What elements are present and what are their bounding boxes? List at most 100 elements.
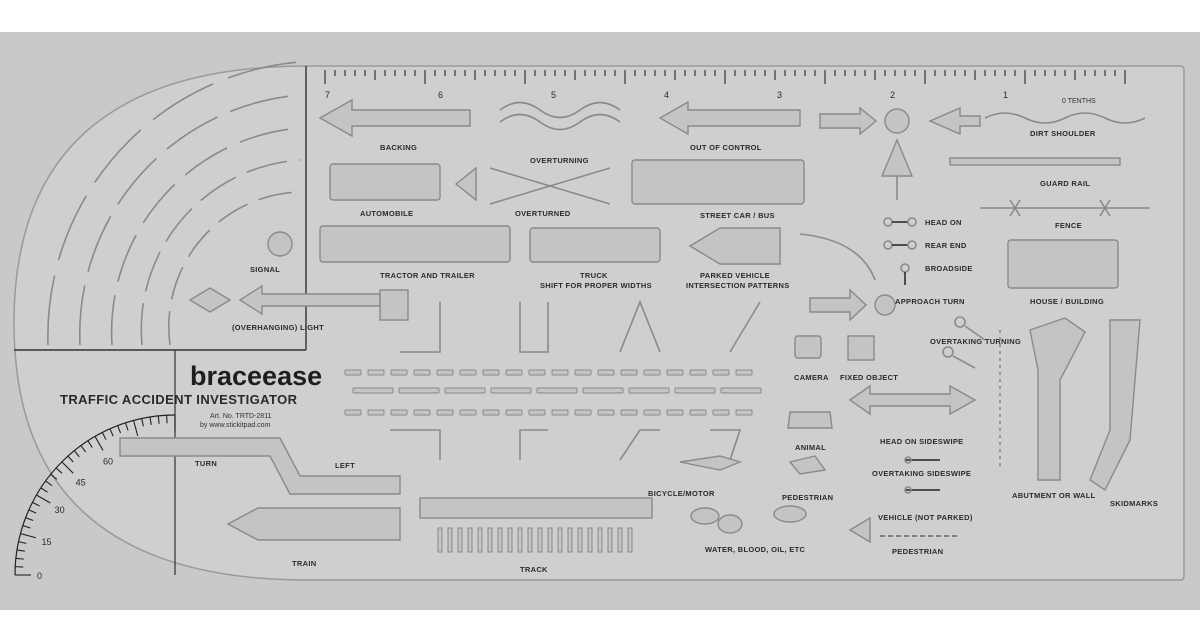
lane-mark xyxy=(413,369,431,376)
overtaking-turning-symbol xyxy=(942,316,986,369)
lane-mark xyxy=(505,409,523,416)
label-guard-rail: GUARD RAIL xyxy=(1040,179,1090,188)
ruler-number: 4 xyxy=(664,90,669,100)
lane-mark xyxy=(620,409,638,416)
ruler-number: 6 xyxy=(438,90,443,100)
protractor-tick xyxy=(15,557,24,560)
track-tie xyxy=(527,527,533,553)
ruler-unit-label: 0 TENTHS xyxy=(1062,98,1096,105)
protractor-tick xyxy=(36,494,51,504)
out-of-control-symbol xyxy=(658,100,801,136)
protractor-tick xyxy=(16,549,25,552)
skidmarks-cutout xyxy=(1089,319,1141,492)
track-tie xyxy=(487,527,493,553)
track-tie xyxy=(467,527,473,553)
protractor-tick xyxy=(133,420,139,437)
label-parked-vehicle: PARKED VEHICLE xyxy=(700,271,770,280)
lane-mark xyxy=(582,387,624,394)
lane-mark xyxy=(643,409,661,416)
lane-mark xyxy=(528,409,546,416)
lane-mark xyxy=(597,369,615,376)
lane-mark xyxy=(574,369,592,376)
label-animal: ANIMAL xyxy=(795,443,826,452)
label-truck: TRUCK xyxy=(580,271,608,280)
ruler-number: 2 xyxy=(890,90,895,100)
track-tie xyxy=(477,527,483,553)
fixed-object-cutout xyxy=(847,335,875,361)
lane-mark xyxy=(620,369,638,376)
signal-arrows-symbol xyxy=(819,106,981,200)
lane-mark xyxy=(344,369,362,376)
animal-cutout xyxy=(787,411,833,429)
collision-icons xyxy=(883,217,917,285)
lane-mark xyxy=(444,387,486,394)
label-overtaking-sideswipe: OVERTAKING SIDESWIPE xyxy=(872,469,971,478)
track-slot xyxy=(419,497,653,519)
track-tie xyxy=(507,527,513,553)
lane-mark xyxy=(459,369,477,376)
label-overtaking-turning: OVERTAKING TURNING xyxy=(930,337,1021,346)
track-tie xyxy=(547,527,553,553)
signal-cutout xyxy=(267,231,293,257)
label-overturned: OVERTURNED xyxy=(515,209,571,218)
label-left: LEFT xyxy=(335,461,355,470)
track-tie xyxy=(557,527,563,553)
protractor-tick xyxy=(22,525,31,529)
protractor-tick xyxy=(101,432,107,440)
lane-mark xyxy=(735,409,753,416)
radius-arcs xyxy=(47,61,301,346)
sideswipe-icons xyxy=(904,456,940,494)
track-tie xyxy=(457,527,463,553)
guard-rail-slot xyxy=(949,157,1121,166)
protractor-arc xyxy=(14,414,176,576)
label-head-on: HEAD ON xyxy=(925,218,962,227)
protractor-tick xyxy=(28,509,37,514)
lane-mark xyxy=(689,409,707,416)
protractor-tick xyxy=(117,425,122,434)
label-head-on-sideswipe: HEAD ON SIDESWIPE xyxy=(880,437,963,446)
lane-mark xyxy=(551,369,569,376)
lane-mark xyxy=(436,409,454,416)
lane-mark xyxy=(482,409,500,416)
lane-mark xyxy=(643,369,661,376)
lane-mark xyxy=(390,369,408,376)
protractor-tick xyxy=(50,473,58,480)
track-tie xyxy=(607,527,613,553)
water-blood-oil-symbol xyxy=(690,505,807,534)
label-dirt-shoulder: DIRT SHOULDER xyxy=(1030,129,1096,138)
label-overhanging-light: (OVERHANGING) LIGHT xyxy=(232,323,324,332)
website: by www.stickitpad.com xyxy=(200,422,271,429)
lane-mark xyxy=(413,409,431,416)
overturned-symbol xyxy=(454,166,611,205)
track-tie xyxy=(447,527,453,553)
protractor-tick xyxy=(141,418,144,427)
label-water-blood-oil: WATER, BLOOD, OIL, ETC xyxy=(705,545,805,554)
label-intersection-patterns: INTERSECTION PATTERNS xyxy=(686,281,790,290)
lane-mark xyxy=(674,387,716,394)
protractor-tick xyxy=(157,415,160,424)
label-shift-for-proper-widths: SHIFT FOR PROPER WIDTHS xyxy=(540,281,652,290)
track-tie xyxy=(537,527,543,553)
track-ties xyxy=(437,527,633,553)
label-out-of-control: OUT OF CONTROL xyxy=(690,143,762,152)
track-tie xyxy=(517,527,523,553)
lane-mark xyxy=(505,369,523,376)
lane-mark xyxy=(536,387,578,394)
protractor-tick xyxy=(125,422,129,431)
camera-cutout xyxy=(794,335,822,359)
label-vehicle-not-parked: VEHICLE (NOT PARKED) xyxy=(878,513,973,522)
track-tie xyxy=(617,527,623,553)
protractor-tick xyxy=(73,450,80,458)
lane-mark xyxy=(720,387,762,394)
label-tractor-and-trailer: TRACTOR AND TRAILER xyxy=(380,271,475,280)
overturning-symbol xyxy=(499,101,621,131)
protractor-number: 15 xyxy=(41,537,51,547)
track-tie xyxy=(577,527,583,553)
lane-mark xyxy=(735,369,753,376)
protractor-tick xyxy=(87,440,93,448)
ruler-number: 5 xyxy=(551,90,556,100)
protractor-tick xyxy=(20,533,37,539)
